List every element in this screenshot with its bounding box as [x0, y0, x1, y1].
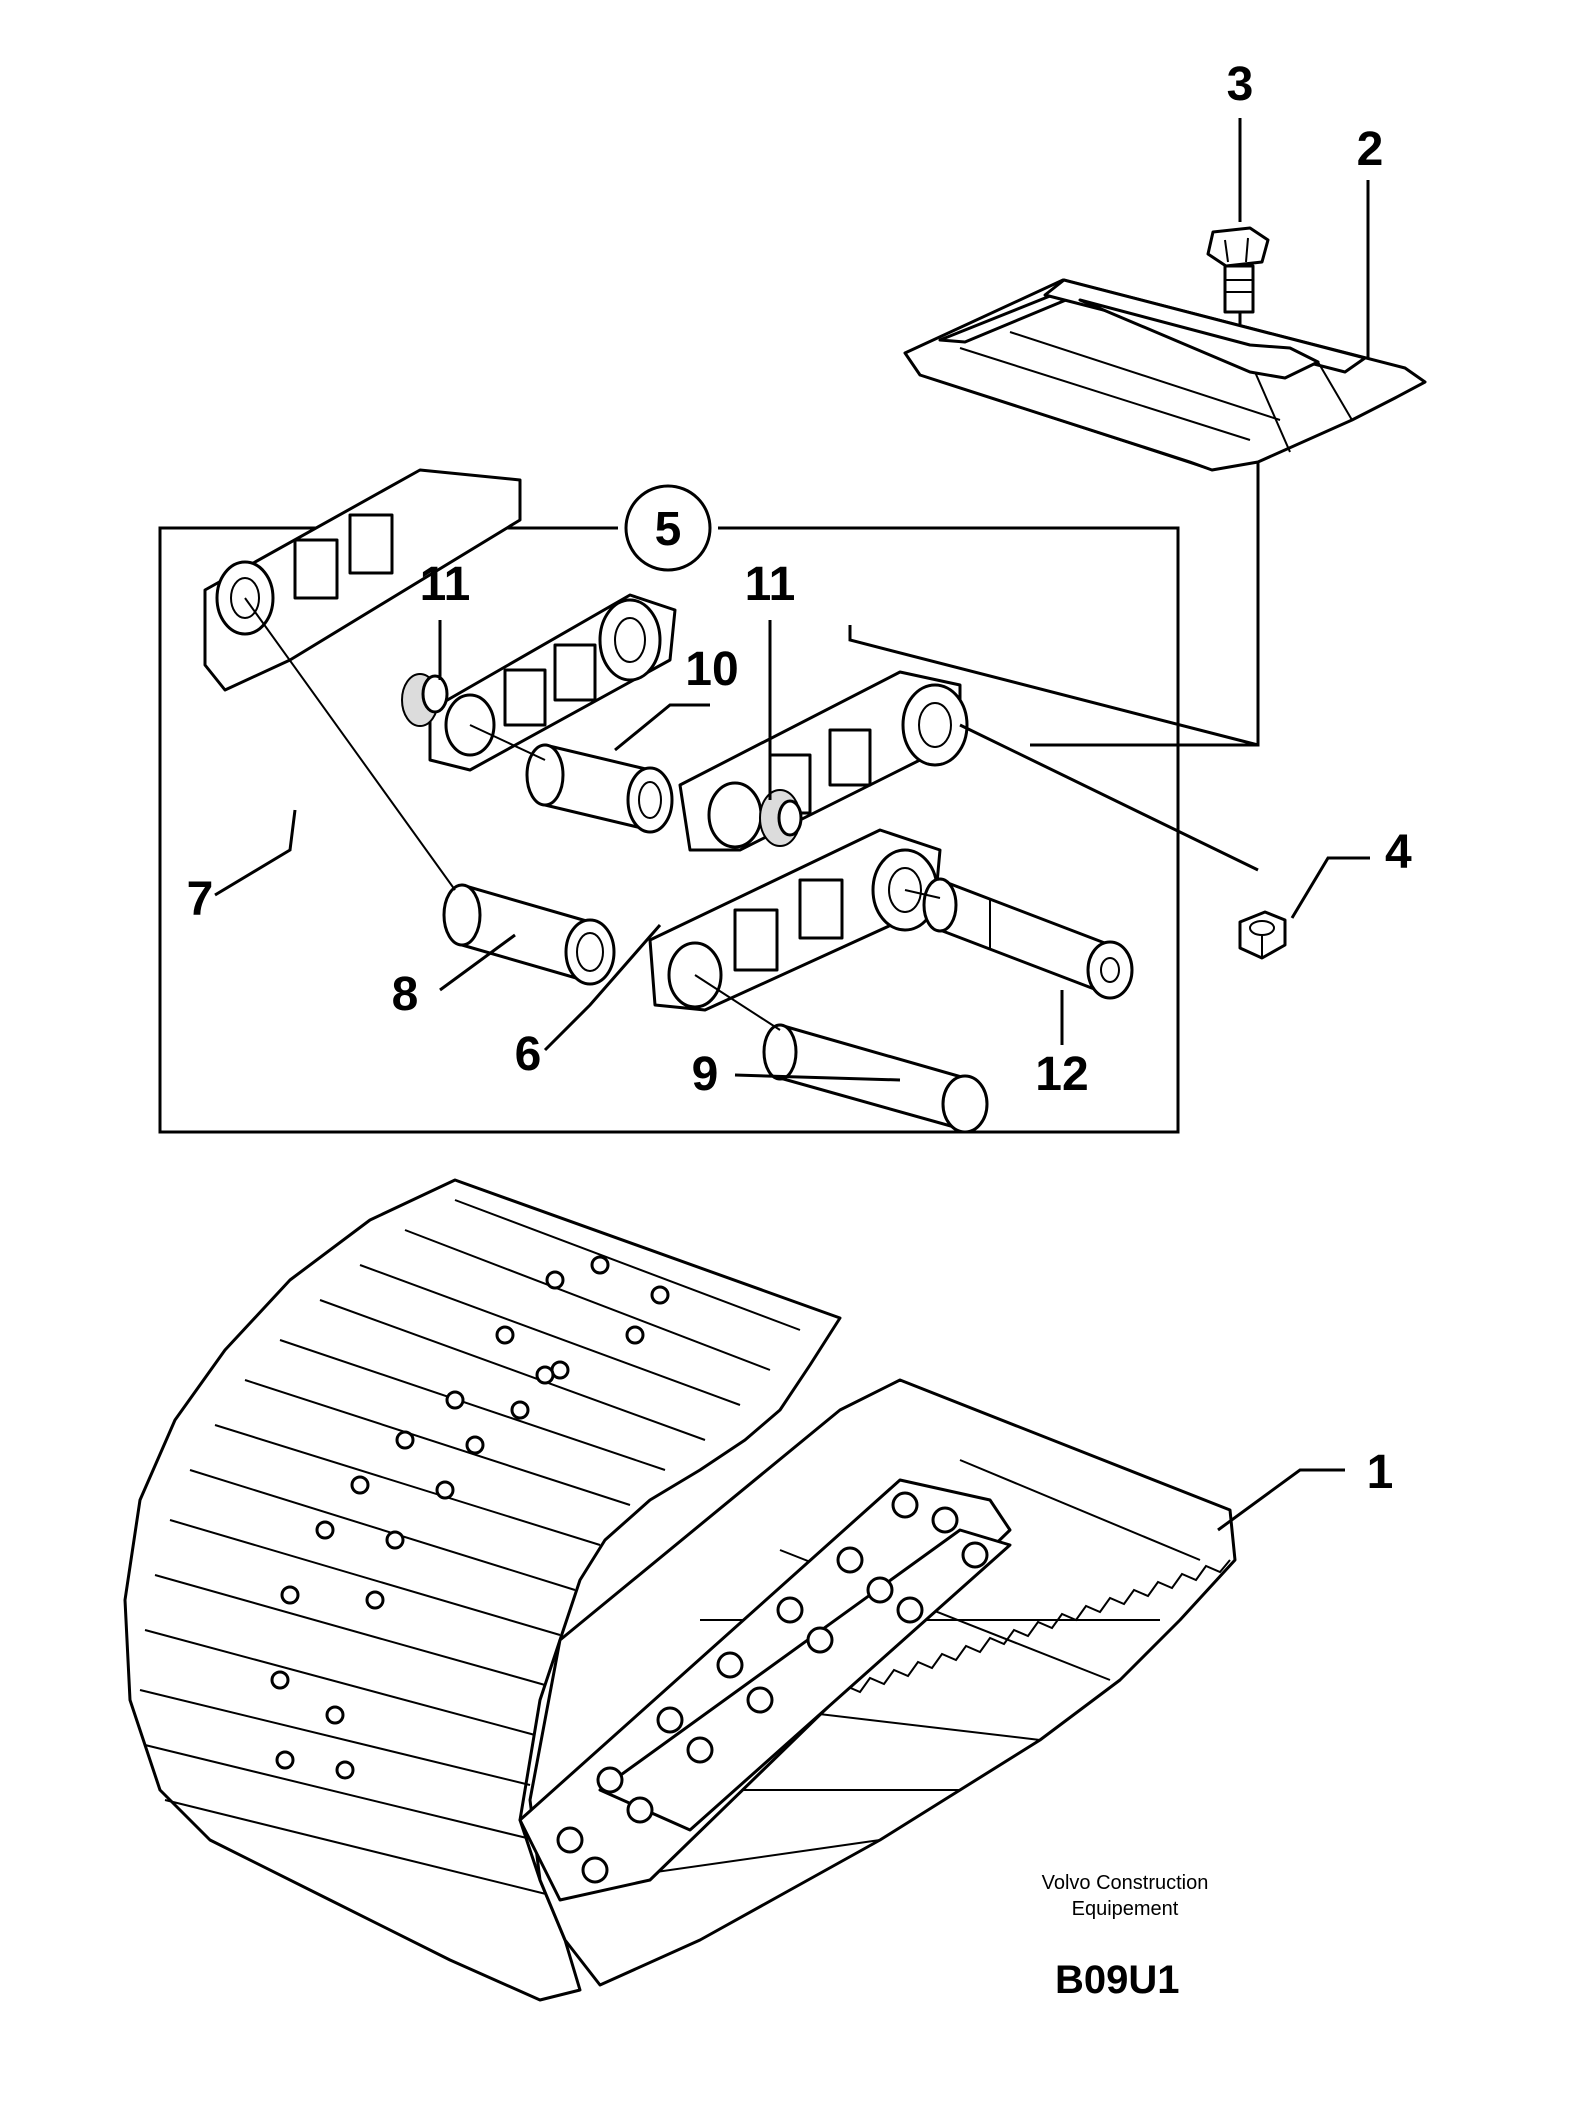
callout-8: 8	[392, 968, 419, 1021]
axis-line-8	[244, 597, 456, 891]
callout-9: 9	[692, 1048, 719, 1101]
link-6-upper-part	[678, 670, 969, 852]
chain-link-bolts	[556, 1491, 989, 1884]
pin-12-part	[922, 877, 1134, 1000]
callout-11-right: 11	[745, 558, 796, 611]
callout-2: 2	[1357, 123, 1384, 176]
callout-12: 12	[1035, 1048, 1088, 1101]
link-left-seal	[401, 673, 449, 727]
pin-10-part	[525, 743, 674, 834]
callout-7: 7	[187, 873, 214, 926]
track-shoe-part	[903, 278, 1427, 472]
credit-line-2: Equipement	[1071, 1898, 1179, 1920]
link-6-lower-part	[648, 828, 942, 1012]
figure-code: B09U1	[1055, 1958, 1180, 2002]
leader-6	[543, 924, 662, 1052]
link-left-part	[203, 468, 522, 692]
link-to-shoe-line	[848, 625, 1259, 747]
shoe-bolt-holes	[270, 1255, 670, 1780]
axis-line-10	[469, 724, 546, 761]
track-chain-assembly	[123, 1178, 1237, 2002]
link-assembly-frame	[158, 526, 1180, 1134]
link-right-part	[428, 593, 677, 772]
manufacturer-credit: Volvo Construction Equipement	[960, 1870, 1290, 1922]
shoe-to-link-line	[1030, 462, 1260, 747]
link-to-nut-line	[959, 723, 1259, 872]
nut-part	[1238, 910, 1287, 960]
bushing-8-part	[442, 883, 616, 986]
callout-3: 3	[1227, 58, 1254, 111]
seal-11-part	[759, 789, 803, 847]
leader-4	[1290, 856, 1370, 919]
callout-5-circle	[624, 484, 712, 572]
leader-10	[614, 703, 710, 752]
axis-line-9	[694, 974, 781, 1031]
callout-10: 10	[685, 643, 738, 696]
axis-line-12	[904, 889, 941, 899]
callout-1: 1	[1367, 1446, 1394, 1499]
leader-9	[734, 1073, 901, 1082]
callout-4: 4	[1385, 826, 1412, 879]
leader-1	[1217, 1468, 1345, 1532]
credit-line-1: Volvo Construction	[1041, 1872, 1209, 1894]
callout-5: 5	[655, 503, 682, 556]
callout-11-left: 11	[420, 558, 471, 611]
bushing-9-part	[762, 1023, 989, 1134]
leader-8	[439, 933, 516, 992]
leader-7	[214, 809, 297, 897]
bolt-part	[1206, 226, 1270, 314]
callout-6: 6	[515, 1028, 542, 1081]
